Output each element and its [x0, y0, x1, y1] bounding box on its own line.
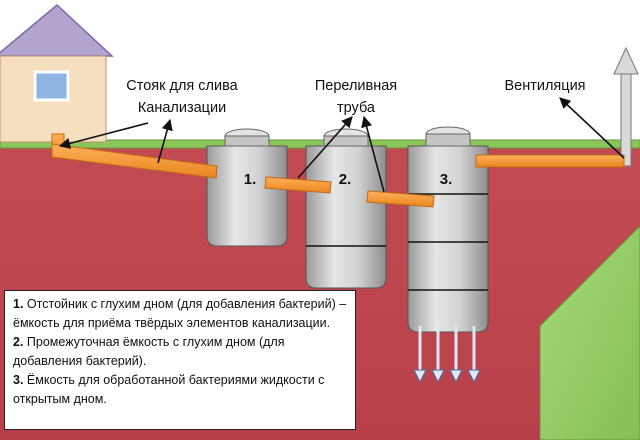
arrow-overflow-1-icon: [297, 116, 353, 179]
overflow-label-line-1: Переливная: [315, 78, 397, 94]
arrow-vent-icon: [559, 97, 625, 159]
drain-arrowhead-icon: [467, 369, 481, 384]
arrow-riser-icon: [58, 122, 149, 149]
label-arrows: [58, 97, 625, 193]
overflow-label-line-2: труба: [337, 100, 376, 116]
house-roof: [0, 4, 114, 57]
tank-1-body: [206, 145, 288, 247]
legend-item-text: Отстойник с глухим дном (для добавления …: [13, 297, 347, 330]
legend-item-number: 3.: [13, 373, 24, 387]
tank-3: [407, 126, 489, 333]
legend-item-number: 1.: [13, 297, 24, 311]
riser-label-line-1: Стояк для слива: [126, 78, 238, 94]
riser-label-line-2: Канализации: [138, 100, 226, 116]
arrow-main-pipe-icon: [157, 118, 173, 164]
legend-box: 1. Отстойник с глухим дном (для добавлен…: [4, 290, 356, 430]
tank-3-body: [407, 145, 489, 333]
overflow-pipe-1-2: [264, 176, 332, 194]
green-hill: [539, 225, 640, 440]
vent-connector-pipe: [475, 154, 625, 168]
legend-item-number: 2.: [13, 335, 24, 349]
drain-arrowhead-icon: [431, 369, 445, 384]
house-window: [33, 70, 70, 102]
drain-arrowhead-icon: [449, 369, 463, 384]
tank-3-number: 3.: [440, 171, 453, 188]
tank-2-number: 2.: [339, 171, 352, 188]
tank-2-body: [305, 145, 387, 289]
vent-pipe: [620, 71, 632, 167]
tank-1: [206, 128, 288, 247]
vent-label: Вентиляция: [504, 78, 585, 94]
legend-item-1: 1. Отстойник с глухим дном (для добавлен…: [13, 295, 349, 333]
drainage-arrows: [413, 326, 481, 384]
tank-2-neck: [323, 135, 369, 147]
legend-item-2: 2. Промежуточная ёмкость с глухим дном (…: [13, 333, 349, 371]
overflow-pipe-2-3: [366, 190, 435, 208]
drain-arrowhead-icon: [413, 369, 427, 384]
legend-item-text: Ёмкость для обработанной бактериями жидк…: [13, 373, 325, 406]
tank-1-number: 1.: [244, 171, 257, 188]
tank-3-neck: [425, 133, 471, 147]
vent-stack: [613, 46, 639, 167]
arrow-overflow-2-icon: [361, 115, 385, 193]
house: [0, 4, 114, 143]
tank-1-neck: [224, 135, 270, 147]
main-drain-pipe: [51, 143, 218, 179]
pipes: [51, 133, 625, 208]
vent-cap-icon: [613, 46, 639, 75]
legend-item-text: Промежуточная ёмкость с глухим дном (для…: [13, 335, 285, 368]
legend-item-3: 3. Ёмкость для обработанной бактериями ж…: [13, 371, 349, 409]
